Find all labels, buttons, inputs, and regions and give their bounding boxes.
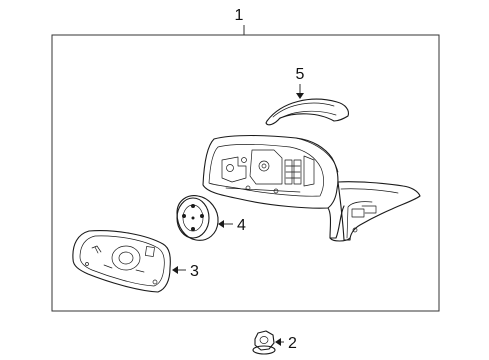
callout-5: 5 (296, 66, 305, 83)
cover-cap-icon (265, 98, 349, 126)
callout-5-arrow (296, 93, 304, 99)
callout-4: 4 (237, 217, 246, 234)
motor-icon (176, 195, 219, 241)
assembly-frame (51, 34, 440, 312)
mirror-assembly-icon (202, 134, 421, 242)
callout-2-arrow (275, 338, 281, 346)
callout-3-arrow (172, 266, 178, 274)
callout-1: 1 (235, 7, 244, 24)
mirror-glass-icon (72, 230, 171, 293)
callout-4-arrow (218, 220, 224, 228)
callout-3: 3 (190, 263, 199, 280)
nut-icon (252, 330, 276, 355)
callout-2: 2 (288, 335, 297, 352)
